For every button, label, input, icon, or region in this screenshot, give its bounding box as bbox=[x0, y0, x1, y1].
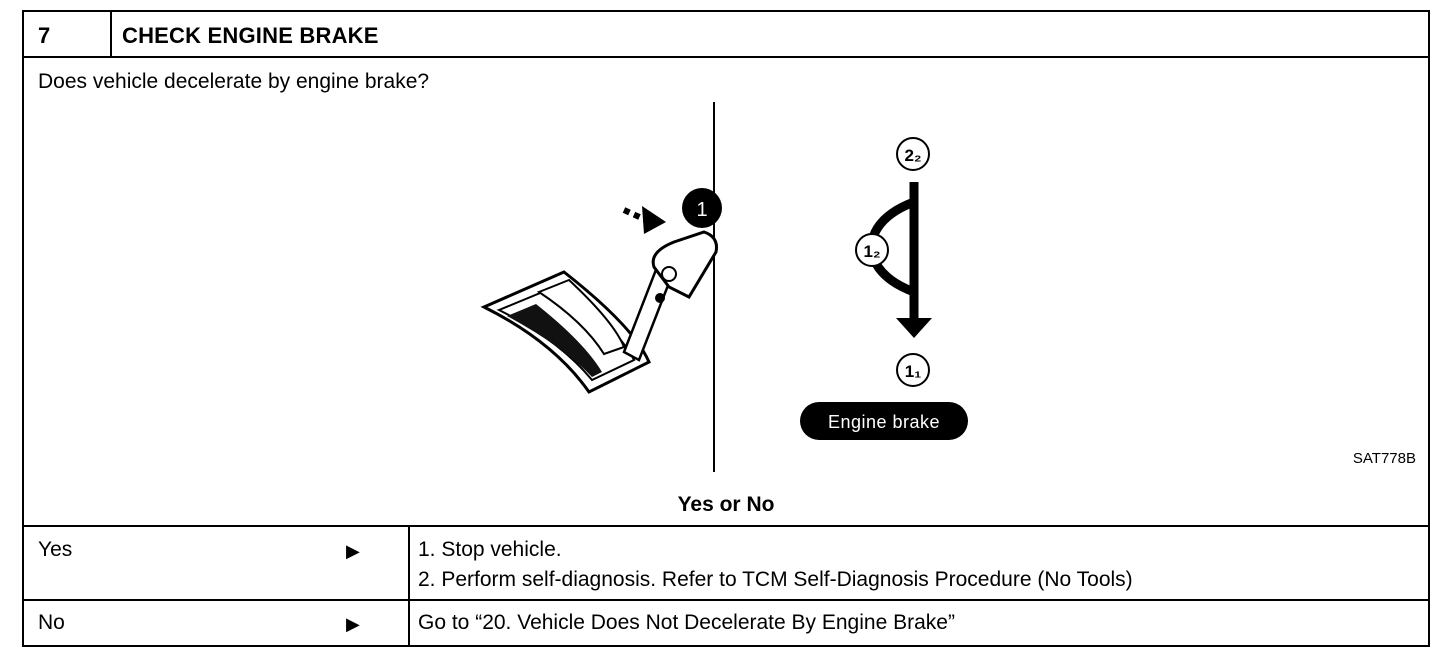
engine-brake-figure: 1 2₂ 1₂ 1₁ Engine brake bbox=[480, 102, 968, 472]
answer-yes-line-1: 1. Stop vehicle. bbox=[418, 538, 562, 561]
position-1-2-label: 1₂ bbox=[863, 242, 880, 261]
header-rule bbox=[24, 56, 1428, 58]
answer-yes-label: Yes bbox=[38, 538, 73, 561]
down-arrow-icon bbox=[896, 318, 932, 338]
figure-id: SAT778B bbox=[1352, 450, 1416, 467]
answers-top-rule bbox=[24, 525, 1428, 527]
header-divider bbox=[110, 12, 112, 56]
position-1-1-label: 1₁ bbox=[905, 362, 922, 381]
question-text: Does vehicle decelerate by engine brake? bbox=[38, 70, 430, 93]
step-title: CHECK ENGINE BRAKE bbox=[122, 23, 379, 48]
position-2-2-badge bbox=[896, 137, 930, 171]
answer-yes-arrow-icon: ▶ bbox=[346, 541, 360, 561]
answer-no-label: No bbox=[38, 611, 65, 634]
push-arrow-icon bbox=[622, 206, 666, 234]
position-2-2-label: 2₂ bbox=[904, 146, 921, 165]
callout-1-label: 1 bbox=[696, 199, 707, 221]
yes-or-no-prompt: Yes or No bbox=[677, 493, 775, 516]
callout-1-badge bbox=[682, 188, 722, 228]
answers-middle-rule bbox=[24, 599, 1428, 601]
step-number: 7 bbox=[38, 23, 51, 48]
shift-gate-illustration bbox=[480, 230, 718, 394]
answers-divider bbox=[408, 525, 410, 647]
answer-yes-line-2: 2. Perform self-diagnosis. Refer to TCM … bbox=[418, 568, 1133, 591]
answer-no-arrow-icon: ▶ bbox=[346, 614, 360, 634]
engine-brake-label: Engine brake bbox=[828, 412, 940, 432]
position-1-2-badge bbox=[855, 233, 889, 267]
procedure-table: 7 CHECK ENGINE BRAKE Does vehicle decele… bbox=[22, 10, 1430, 647]
answer-no-line-1: Go to “20. Vehicle Does Not Decelerate B… bbox=[418, 611, 955, 634]
position-1-1-badge bbox=[896, 353, 930, 387]
engine-brake-badge bbox=[800, 402, 968, 440]
